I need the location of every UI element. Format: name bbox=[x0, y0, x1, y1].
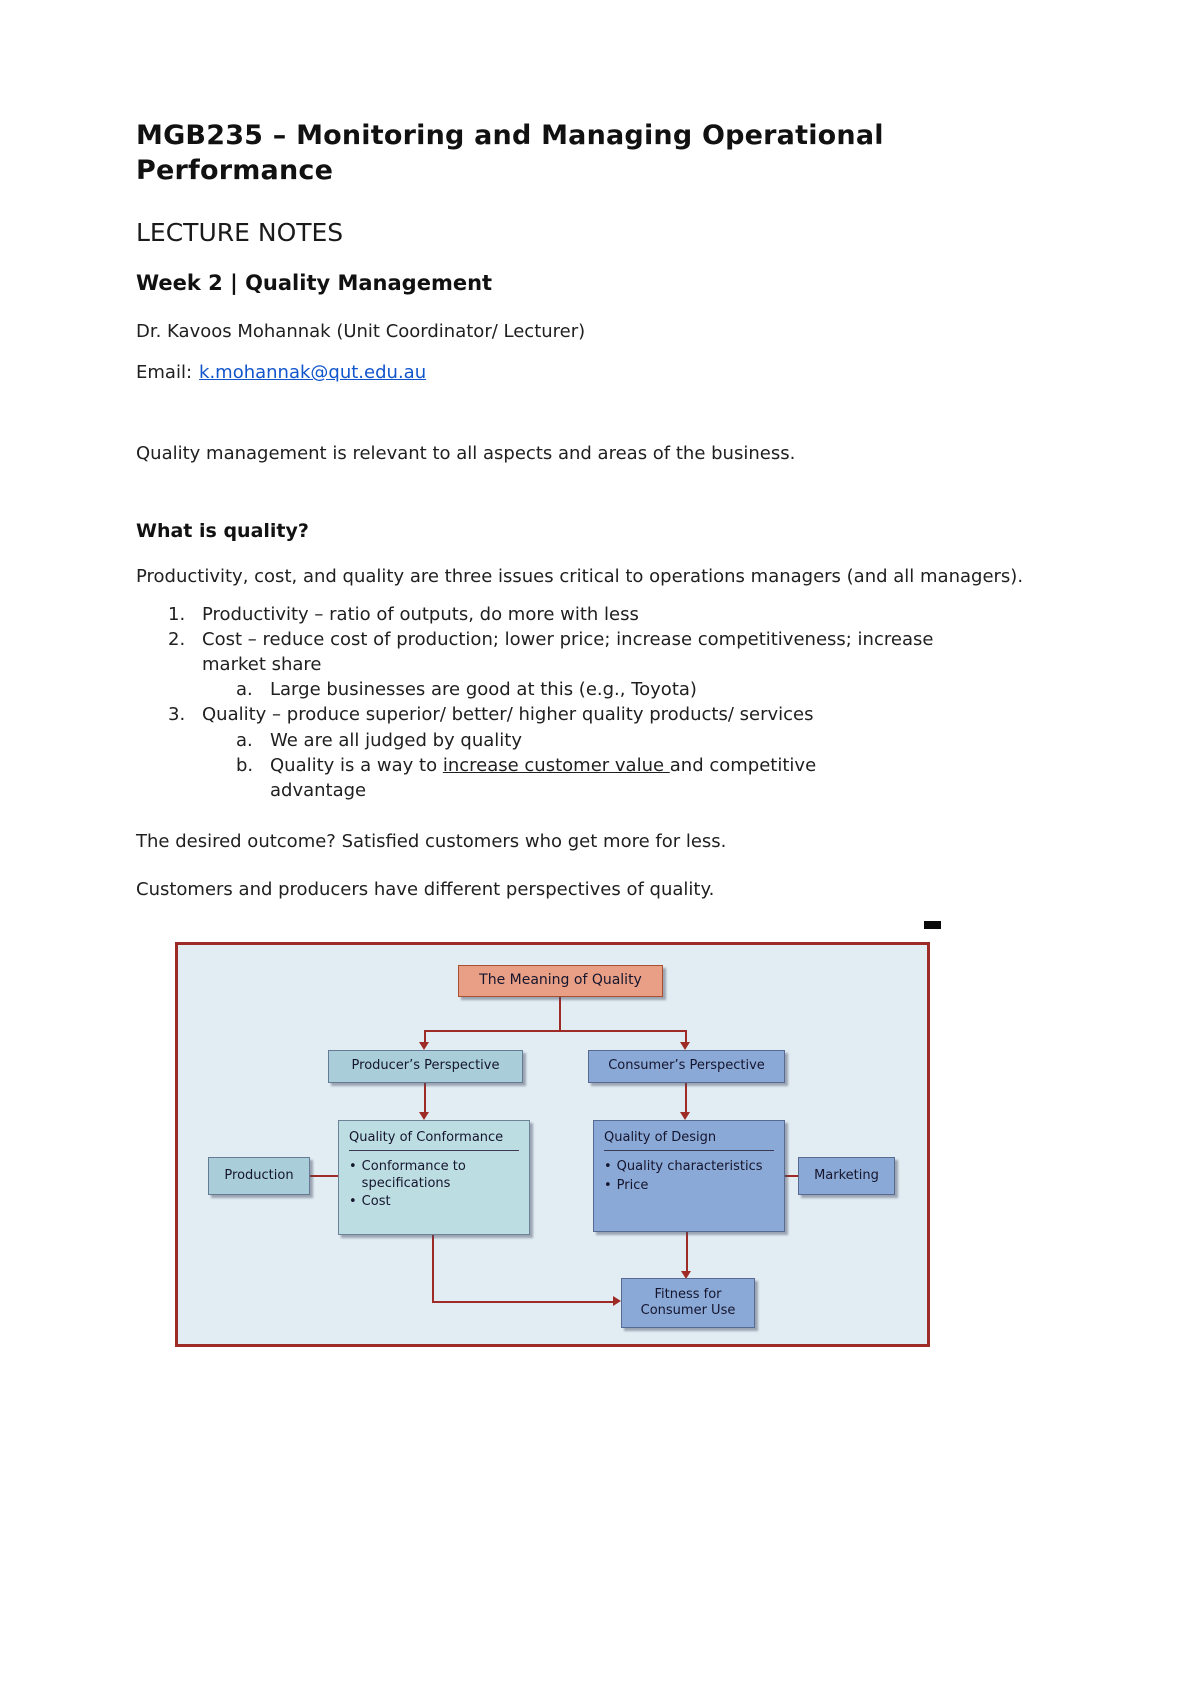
bullet-icon: • bbox=[604, 1159, 612, 1175]
connector-line bbox=[424, 1030, 687, 1033]
list-marker: 1. bbox=[168, 603, 186, 625]
section-heading: What is quality? bbox=[136, 520, 309, 543]
arrowhead-right-icon bbox=[613, 1296, 621, 1307]
list-marker: a. bbox=[236, 679, 253, 701]
bullet-text: Price bbox=[616, 1177, 649, 1193]
list-item-text: Quality is a way to increase customer va… bbox=[270, 753, 910, 803]
connector-line bbox=[685, 1083, 687, 1114]
connector-line bbox=[424, 1083, 426, 1114]
lecturer-line: Dr. Kavoos Mohannak (Unit Coordinator/ L… bbox=[136, 321, 586, 343]
connector-line bbox=[685, 1030, 687, 1044]
section-lead-paragraph: Productivity, cost, and quality are thre… bbox=[136, 566, 1024, 588]
connector-line bbox=[432, 1235, 434, 1304]
bullet-icon: • bbox=[604, 1177, 612, 1193]
diagram-box-production: Production bbox=[208, 1157, 310, 1196]
connector-line bbox=[559, 997, 561, 1032]
list-item-text: We are all judged by quality bbox=[270, 729, 522, 751]
list-subitem: b. Quality is a way to increase customer… bbox=[236, 753, 1066, 803]
fitness-line: Fitness for bbox=[654, 1286, 722, 1302]
list-marker: 2. bbox=[168, 628, 186, 650]
diagram-box-quality-of-design: Quality of Design • Quality characterist… bbox=[593, 1120, 785, 1233]
diagram-box-title: Quality of Design bbox=[604, 1130, 774, 1152]
bullet-icon: • bbox=[349, 1159, 357, 1175]
text-fragment: and competitive advantage bbox=[270, 754, 817, 801]
connector-line bbox=[785, 1175, 798, 1178]
numbered-list: 1. Productivity – ratio of outputs, do m… bbox=[136, 602, 1066, 804]
list-item: 1. Productivity – ratio of outputs, do m… bbox=[168, 602, 1066, 627]
connector-line bbox=[432, 1301, 613, 1304]
intro-paragraph: Quality management is relevant to all as… bbox=[136, 443, 796, 465]
email-line: Email: k.mohannak@qut.edu.au bbox=[136, 362, 1066, 383]
diagram-box-producer-perspective: Producer’s Perspective bbox=[328, 1050, 523, 1084]
list-subitem: a. Large businesses are good at this (e.… bbox=[236, 677, 1066, 702]
diagram-box-title: Quality of Conformance bbox=[349, 1130, 519, 1152]
arrowhead-down-icon bbox=[681, 1271, 691, 1280]
connector-line bbox=[310, 1175, 338, 1178]
artifact-mark bbox=[924, 921, 941, 930]
list-subitem: a. We are all judged by quality bbox=[236, 728, 1066, 753]
arrowhead-down-icon bbox=[680, 1112, 690, 1121]
text-fragment: Quality is a way to bbox=[270, 754, 443, 776]
diagram-bullet-item: • Quality characteristics bbox=[604, 1159, 763, 1175]
document-content: MGB235 – Monitoring and Managing Operati… bbox=[136, 120, 1066, 1348]
list-item-text: Quality – produce superior/ better/ high… bbox=[202, 704, 814, 726]
fitness-line: Consumer Use bbox=[640, 1303, 736, 1319]
list-item: 3. Quality – produce superior/ better/ h… bbox=[168, 702, 1066, 727]
bullet-text: Conformance to specifications bbox=[361, 1159, 466, 1191]
list-marker: 3. bbox=[168, 704, 186, 726]
list-item: 2. Cost – reduce cost of production; low… bbox=[168, 627, 1066, 677]
diagram-box-consumer-perspective: Consumer’s Perspective bbox=[588, 1050, 785, 1084]
email-link[interactable]: k.mohannak@qut.edu.au bbox=[199, 362, 427, 384]
lecture-notes-heading: LECTURE NOTES bbox=[136, 218, 344, 248]
list-item-text: Productivity – ratio of outputs, do more… bbox=[202, 603, 639, 625]
arrowhead-down-icon bbox=[419, 1112, 429, 1121]
diagram-box-fitness-for-consumer-use: Fitness for Consumer Use bbox=[621, 1278, 755, 1329]
list-marker: a. bbox=[236, 729, 253, 751]
page-title: MGB235 – Monitoring and Managing Operati… bbox=[136, 120, 884, 187]
perspectives-paragraph: Customers and producers have different p… bbox=[136, 879, 715, 901]
diagram-box-marketing: Marketing bbox=[798, 1157, 895, 1196]
bullet-icon: • bbox=[349, 1193, 357, 1209]
diagram-box-meaning: The Meaning of Quality bbox=[458, 965, 663, 998]
week-heading: Week 2 | Quality Management bbox=[136, 271, 493, 296]
list-item-text: Large businesses are good at this (e.g.,… bbox=[270, 679, 697, 701]
connector-line bbox=[424, 1030, 426, 1044]
bullet-text: Quality characteristics bbox=[616, 1159, 763, 1175]
diagram-box-quality-of-conformance: Quality of Conformance • Conformance to … bbox=[338, 1120, 530, 1236]
email-label: Email: bbox=[136, 362, 193, 384]
arrowhead-down-icon bbox=[680, 1042, 690, 1051]
list-item-text: Cost – reduce cost of production; lower … bbox=[202, 628, 934, 675]
connector-line bbox=[686, 1232, 688, 1273]
outcome-paragraph: The desired outcome? Satisfied customers… bbox=[136, 831, 727, 853]
underlined-text: increase customer value bbox=[442, 754, 670, 776]
diagram-bullet-item: • Price bbox=[604, 1178, 648, 1194]
bullet-text: Cost bbox=[361, 1193, 391, 1209]
diagram-bullet-item: • Conformance to specifications bbox=[349, 1159, 519, 1192]
list-marker: b. bbox=[236, 754, 254, 776]
arrowhead-down-icon bbox=[419, 1042, 429, 1051]
quality-diagram: The Meaning of Quality Producer’s Perspe… bbox=[175, 942, 930, 1348]
diagram-wrapper: The Meaning of Quality Producer’s Perspe… bbox=[175, 921, 941, 1348]
diagram-bullet-item: • Cost bbox=[349, 1194, 391, 1210]
